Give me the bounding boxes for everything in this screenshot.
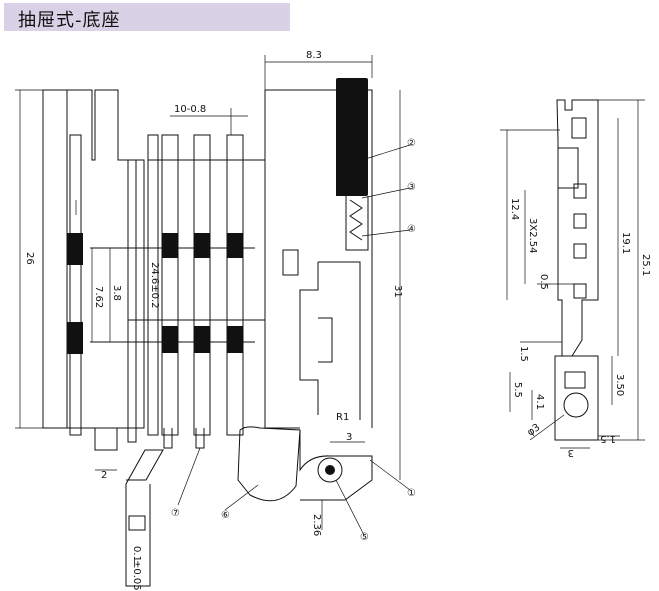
dim-height-right: 31 xyxy=(392,285,403,298)
pivot-inner xyxy=(325,465,335,475)
contact-block xyxy=(162,326,178,353)
housing-slot xyxy=(282,249,299,276)
side-dimensions: 12.4 3X2.54 0.5 19.1 25.1 1.5 5.5 4.1 3.… xyxy=(500,99,651,458)
side-dim-small: 1.5 xyxy=(518,346,529,362)
side-dim-pitch: 3X2.54 xyxy=(527,218,538,253)
contact-columns xyxy=(90,134,265,436)
column-3 xyxy=(226,134,244,436)
contact-block xyxy=(227,233,243,258)
side-body-outline xyxy=(556,99,599,357)
bottom-pins xyxy=(127,428,205,449)
bottom-pin-a xyxy=(94,427,118,451)
side-view xyxy=(554,99,599,441)
line xyxy=(335,479,365,536)
contact-block xyxy=(162,233,178,258)
side-dim-hole: 4.1 xyxy=(534,394,545,410)
dim-tolerance-value: 0.1 xyxy=(131,546,142,562)
left-body-outline xyxy=(42,89,137,428)
dim-inner: 24.6±0.2 xyxy=(149,262,160,309)
side-dim-base-offset: 1.5 xyxy=(600,433,616,444)
spring-chamber xyxy=(345,196,369,251)
callout-2: ② xyxy=(407,138,416,149)
column-2 xyxy=(193,134,211,436)
drawing-title: 抽屉式-底座 xyxy=(18,10,121,31)
front-dimensions: 8.3 10-0.8 26 3.8 7.62 24.6±0.2 31 R1 3 … xyxy=(15,50,403,591)
side-dim-total: 25.1 xyxy=(640,254,651,276)
dim-bottom-gap: 2 xyxy=(101,470,107,481)
side-dim-offset-low: 3.50 xyxy=(614,374,625,396)
rect xyxy=(573,243,587,259)
pivot-outer xyxy=(317,457,343,483)
rect xyxy=(573,183,587,199)
slider-notch xyxy=(318,317,333,363)
side-dim-base-width: 3 xyxy=(568,447,574,458)
callout-4: ④ xyxy=(407,224,416,235)
side-dim-diameter: φ3 xyxy=(525,422,542,438)
callouts: ① ② ③ ④ ⑤ ⑥ ⑦ xyxy=(171,138,416,543)
callout-7: ⑦ xyxy=(171,508,180,519)
left-pin-strip xyxy=(69,134,82,436)
line xyxy=(224,484,259,511)
dim-bottom-offset: 2.36 xyxy=(311,514,322,536)
line xyxy=(177,447,201,506)
dim-pitch: 10-0.8 xyxy=(174,104,206,115)
side-dim-upper: 12.4 xyxy=(509,198,520,220)
dim-offset: 3 xyxy=(346,432,352,443)
callout-1: ① xyxy=(407,488,416,499)
rect xyxy=(573,213,587,229)
contact-block xyxy=(194,233,210,258)
tolerance-flag xyxy=(128,515,146,531)
side-pin-top xyxy=(571,117,587,139)
dim-tolerance-limit: ±0.05 xyxy=(131,560,142,591)
callout-3: ③ xyxy=(407,182,416,193)
line xyxy=(361,229,411,237)
housing xyxy=(264,78,373,429)
line xyxy=(529,414,565,441)
line xyxy=(361,144,411,161)
column-1-frame xyxy=(147,134,159,436)
column-1 xyxy=(161,134,179,436)
left-contact-lower xyxy=(67,322,83,354)
tolerance-tab xyxy=(125,449,164,587)
rect xyxy=(564,371,586,389)
front-view xyxy=(42,78,373,587)
callout-6: ⑥ xyxy=(221,510,230,521)
contact-block xyxy=(227,326,243,353)
line xyxy=(369,459,411,491)
slider-outline xyxy=(299,261,361,420)
side-dim-gap: 0.5 xyxy=(538,274,549,290)
contact-block xyxy=(194,326,210,353)
drawer-tongue xyxy=(237,426,301,502)
side-dim-low: 5.5 xyxy=(512,382,523,398)
dim-pitch-762: 7.62 xyxy=(93,286,104,308)
dim-width-top: 8.3 xyxy=(306,50,322,61)
side-dim-mid: 19.1 xyxy=(620,232,631,254)
rect xyxy=(573,283,587,299)
side-base xyxy=(554,355,599,441)
left-contact-upper xyxy=(67,233,83,265)
dim-radius: R1 xyxy=(336,412,349,423)
title-bar: 抽屉式-底座 xyxy=(4,3,290,31)
side-hole xyxy=(563,392,589,418)
line xyxy=(361,187,411,199)
spring xyxy=(349,199,363,241)
dim-small: 3.8 xyxy=(111,285,122,301)
side-block xyxy=(557,147,579,189)
shape xyxy=(336,168,368,196)
callout-5: ⑤ xyxy=(360,532,369,543)
actuator-block xyxy=(336,78,368,196)
base-hook xyxy=(299,430,373,501)
dim-height-left: 26 xyxy=(24,252,35,265)
